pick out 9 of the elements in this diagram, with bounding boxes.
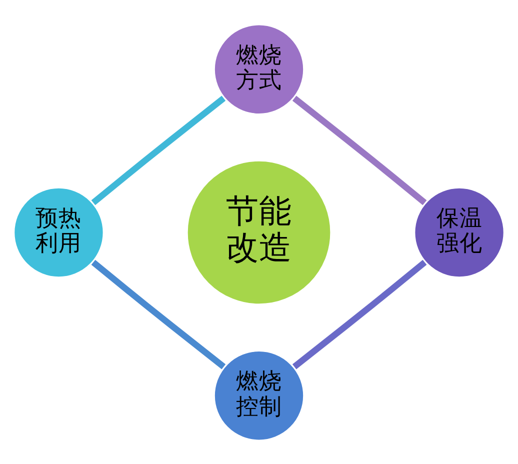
node-circle: 燃烧控制 xyxy=(212,348,306,442)
node-circle: 预热利用 xyxy=(12,185,106,279)
node-circle: 保温强化 xyxy=(412,185,506,279)
connector xyxy=(292,259,427,369)
connector xyxy=(91,95,226,205)
connector xyxy=(91,259,226,369)
node-circle: 燃烧方式 xyxy=(212,22,306,116)
connector xyxy=(292,95,427,205)
node-circle: 节能改造 xyxy=(185,158,333,306)
